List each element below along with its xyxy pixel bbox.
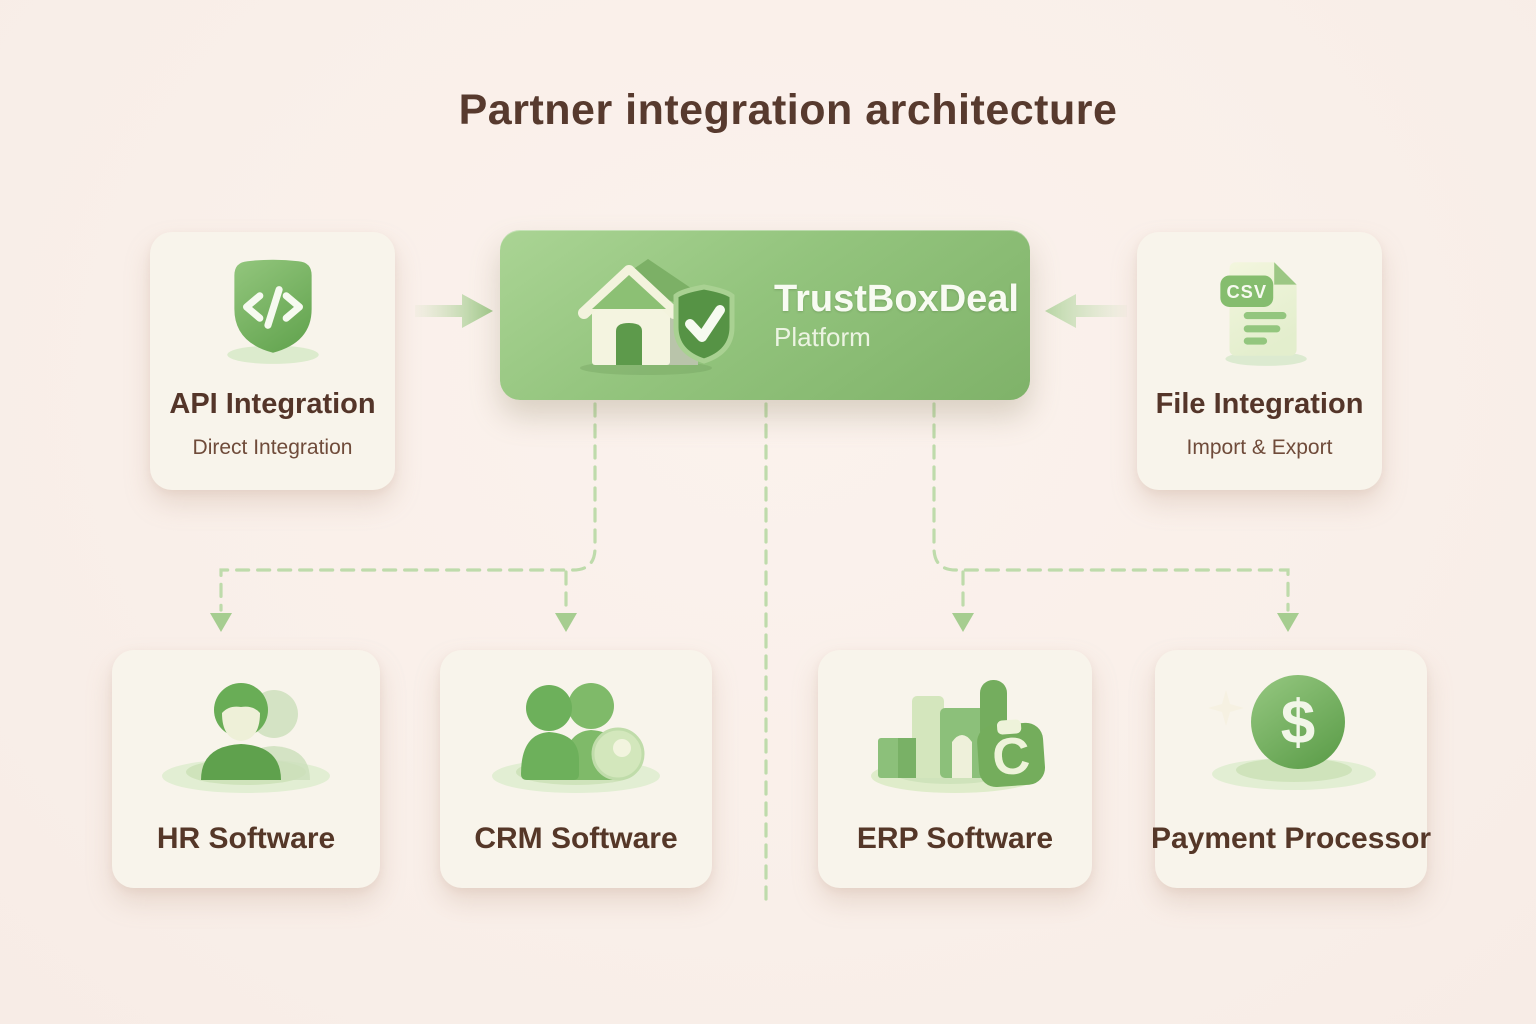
hr-software-card: HR Software xyxy=(112,650,380,888)
platform-name: TrustBoxDeal xyxy=(774,277,1019,320)
page-title: Partner integration architecture xyxy=(458,86,1118,134)
dollar-coin-icon: $ xyxy=(1208,675,1376,790)
card-label: Payment Processor xyxy=(1150,822,1432,855)
arrowhead-hr xyxy=(210,613,232,632)
card-title: API Integration xyxy=(169,388,376,420)
card-subtitle: Direct Integration xyxy=(192,436,353,459)
house-shield-check-icon xyxy=(578,259,735,375)
platform-node: TrustBoxDeal Platform xyxy=(500,230,1030,400)
platform-text: TrustBoxDeal Platform xyxy=(774,277,1019,353)
crm-software-card: CRM Software xyxy=(440,650,712,888)
connector-platform-to-hr xyxy=(219,402,597,612)
payment-processor-card: $ Payment Processor xyxy=(1151,650,1431,888)
person-icon xyxy=(162,683,330,793)
people-icon xyxy=(492,683,660,793)
card-label: HR Software xyxy=(156,822,336,855)
arrowhead-payment xyxy=(1277,613,1299,632)
code-shield-icon xyxy=(226,259,319,364)
arrow-api-to-platform xyxy=(415,294,493,328)
file-integration-card: CSV File Integration Import & Export xyxy=(1137,232,1382,490)
modules-gear-icon: C xyxy=(871,680,1046,793)
card-title: File Integration xyxy=(1155,388,1364,420)
platform-subtitle: Platform xyxy=(774,322,871,353)
arrowhead-erp xyxy=(952,613,974,632)
arrowhead-crm xyxy=(555,613,577,632)
erp-badge-glyph: C xyxy=(990,727,1032,787)
arrow-file-to-platform xyxy=(1045,294,1127,328)
erp-software-card: C ERP Software xyxy=(818,650,1092,888)
card-label: ERP Software xyxy=(856,822,1054,855)
connector-platform-to-payment xyxy=(932,402,1290,612)
api-integration-card: API Integration Direct Integration xyxy=(150,232,395,490)
card-subtitle: Import & Export xyxy=(1186,436,1333,459)
csv-file-icon: CSV xyxy=(1219,262,1307,366)
card-label: CRM Software xyxy=(474,822,678,855)
dollar-glyph: $ xyxy=(1281,689,1315,758)
csv-badge-label: CSV xyxy=(1226,281,1267,302)
